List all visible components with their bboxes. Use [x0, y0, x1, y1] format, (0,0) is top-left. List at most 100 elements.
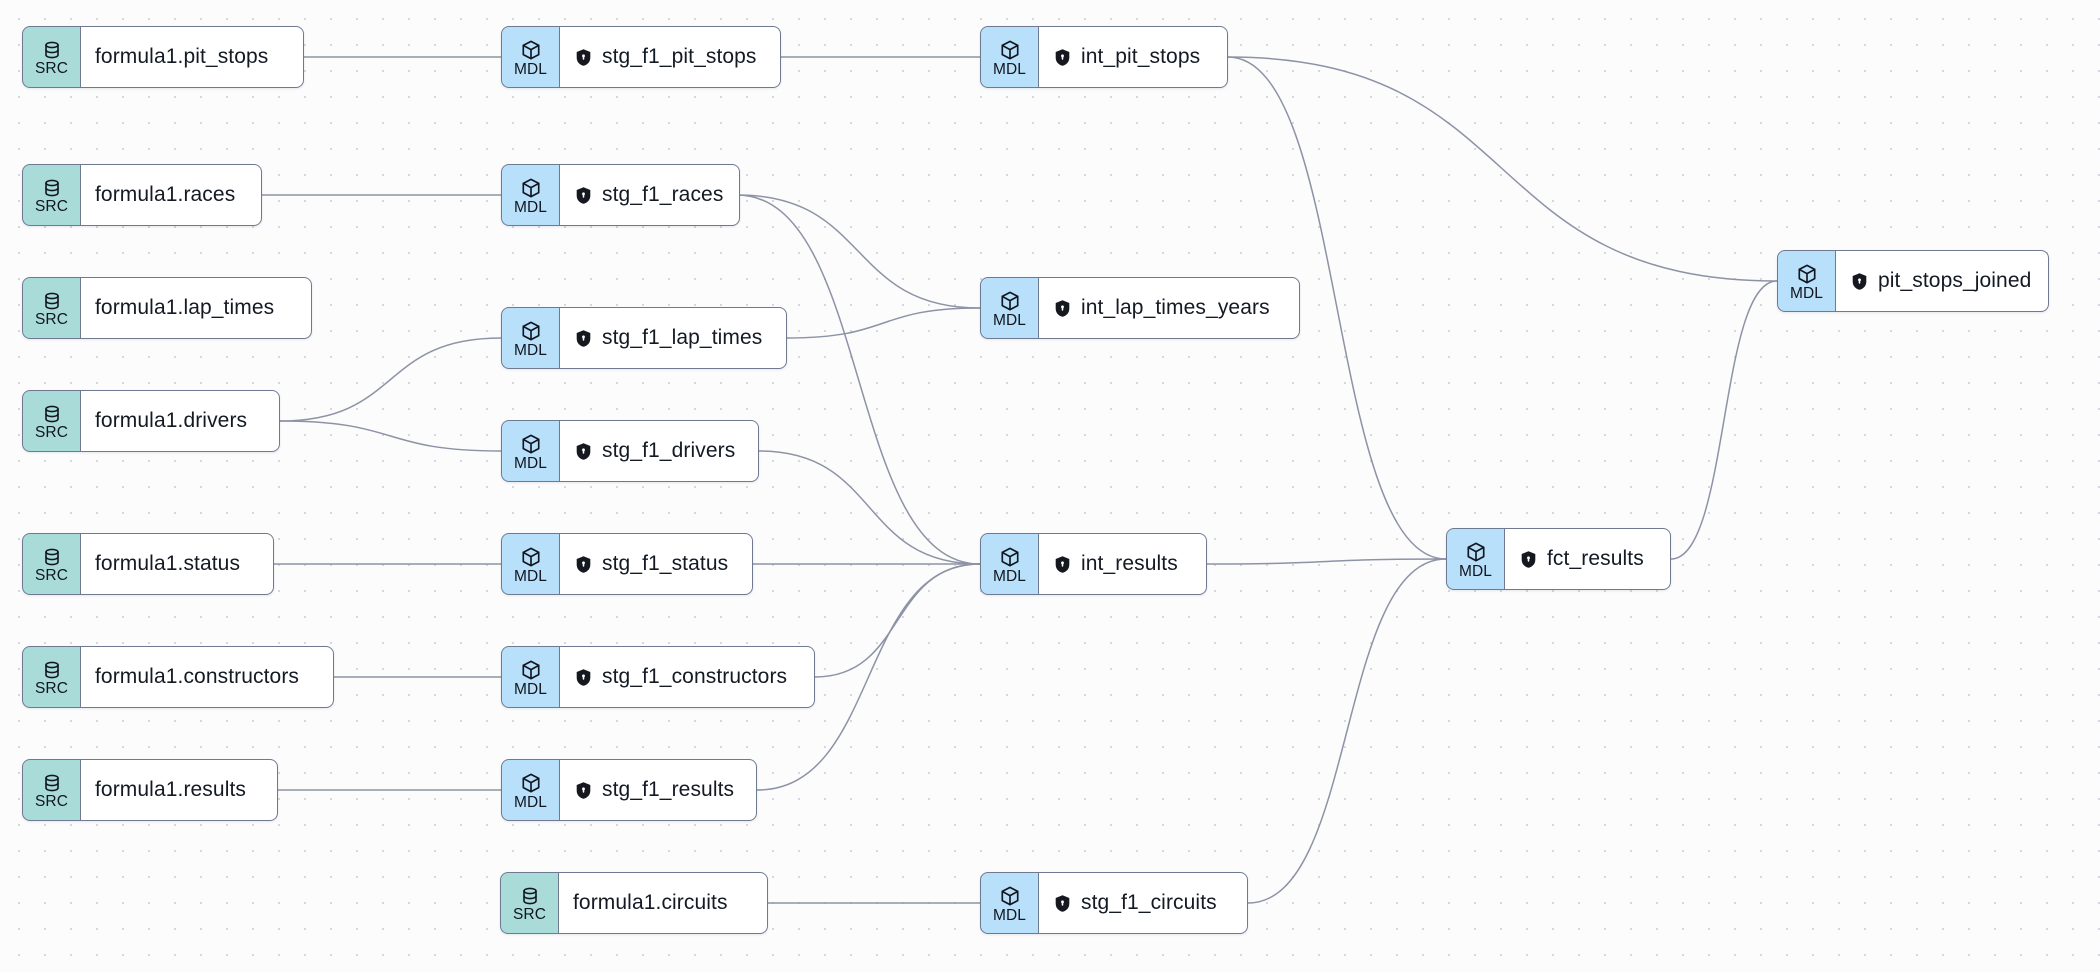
edge-stg_circuits-to-fct_results	[1247, 558, 1447, 904]
graph-node-src_circuits[interactable]: SRC formula1.circuits	[500, 872, 768, 934]
node-label: stg_f1_races	[602, 183, 724, 206]
graph-node-stg_lap_times[interactable]: MDL stg_f1_lap_times	[501, 307, 787, 369]
badge-label: MDL	[513, 199, 548, 216]
cube-icon	[520, 39, 542, 61]
source-badge: SRC	[500, 872, 558, 934]
database-icon	[520, 886, 540, 906]
graph-node-src_races[interactable]: SRC formula1.races	[22, 164, 262, 226]
node-label: formula1.status	[95, 552, 241, 575]
node-body[interactable]: int_results	[1038, 533, 1207, 595]
node-label: formula1.pit_stops	[95, 45, 269, 68]
edge-fct_results-to-pit_stops_joined	[1670, 280, 1778, 560]
shield-lock-icon	[1053, 894, 1072, 913]
node-label: formula1.drivers	[95, 409, 248, 432]
edge-stg_lap_times-to-int_lap_times_years	[786, 307, 981, 339]
node-label: stg_f1_constructors	[602, 665, 788, 688]
node-label: int_pit_stops	[1081, 45, 1201, 68]
node-body[interactable]: pit_stops_joined	[1835, 250, 2049, 312]
node-label: int_lap_times_years	[1081, 296, 1270, 319]
node-body[interactable]: stg_f1_circuits	[1038, 872, 1248, 934]
database-icon	[42, 773, 62, 793]
graph-node-stg_constructors[interactable]: MDL stg_f1_constructors	[501, 646, 815, 708]
shield-lock-icon	[1053, 48, 1072, 67]
node-body[interactable]: stg_f1_drivers	[559, 420, 759, 482]
node-body[interactable]: stg_f1_constructors	[559, 646, 815, 708]
graph-node-stg_races[interactable]: MDL stg_f1_races	[501, 164, 741, 226]
badge-label: SRC	[512, 906, 547, 923]
node-body[interactable]: formula1.status	[80, 533, 274, 595]
source-badge: SRC	[22, 164, 80, 226]
database-icon	[42, 660, 62, 680]
badge-label: MDL	[1458, 563, 1493, 580]
badge-label: MDL	[513, 342, 548, 359]
node-body[interactable]: stg_f1_pit_stops	[559, 26, 781, 88]
database-icon	[42, 547, 62, 567]
graph-node-int_lap_times_years[interactable]: MDL int_lap_times_years	[980, 277, 1300, 339]
model-badge: MDL	[501, 759, 559, 821]
model-badge: MDL	[980, 872, 1038, 934]
graph-node-stg_circuits[interactable]: MDL stg_f1_circuits	[980, 872, 1248, 934]
cube-icon	[999, 290, 1021, 312]
node-body[interactable]: formula1.constructors	[80, 646, 334, 708]
node-label: stg_f1_lap_times	[602, 326, 763, 349]
graph-node-fct_results[interactable]: MDL fct_results	[1446, 528, 1671, 590]
model-badge: MDL	[501, 646, 559, 708]
node-label: formula1.results	[95, 778, 246, 801]
node-body[interactable]: stg_f1_lap_times	[559, 307, 787, 369]
node-body[interactable]: fct_results	[1504, 528, 1671, 590]
graph-node-src_results[interactable]: SRC formula1.results	[22, 759, 278, 821]
graph-node-src_constructors[interactable]: SRC formula1.constructors	[22, 646, 334, 708]
node-body[interactable]: int_pit_stops	[1038, 26, 1228, 88]
badge-label: MDL	[513, 794, 548, 811]
node-label: stg_f1_drivers	[602, 439, 736, 462]
node-label: stg_f1_circuits	[1081, 891, 1217, 914]
source-badge: SRC	[22, 533, 80, 595]
source-badge: SRC	[22, 759, 80, 821]
graph-node-pit_stops_joined[interactable]: MDL pit_stops_joined	[1777, 250, 2049, 312]
source-badge: SRC	[22, 646, 80, 708]
badge-label: SRC	[34, 567, 69, 584]
node-body[interactable]: int_lap_times_years	[1038, 277, 1300, 339]
node-label: formula1.lap_times	[95, 296, 275, 319]
cube-icon	[520, 177, 542, 199]
edge-int_pit_stops-to-pit_stops_joined	[1227, 56, 1778, 282]
cube-icon	[520, 546, 542, 568]
edge-src_drivers-to-stg_drivers	[279, 420, 502, 452]
node-body[interactable]: formula1.drivers	[80, 390, 280, 452]
node-label: stg_f1_pit_stops	[602, 45, 757, 68]
edge-stg_constructors-to-int_results	[814, 563, 981, 678]
node-body[interactable]: formula1.results	[80, 759, 278, 821]
node-body[interactable]: formula1.races	[80, 164, 262, 226]
node-body[interactable]: stg_f1_races	[559, 164, 741, 226]
graph-node-src_status[interactable]: SRC formula1.status	[22, 533, 274, 595]
node-body[interactable]: formula1.pit_stops	[80, 26, 304, 88]
badge-label: SRC	[34, 793, 69, 810]
graph-node-stg_results[interactable]: MDL stg_f1_results	[501, 759, 757, 821]
node-body[interactable]: formula1.lap_times	[80, 277, 312, 339]
shield-lock-icon	[1053, 299, 1072, 318]
node-label: fct_results	[1547, 547, 1644, 570]
node-label: formula1.constructors	[95, 665, 300, 688]
badge-label: MDL	[1789, 285, 1824, 302]
database-icon	[42, 291, 62, 311]
shield-lock-icon	[574, 668, 593, 687]
node-body[interactable]: formula1.circuits	[558, 872, 768, 934]
edge-stg_drivers-to-int_results	[758, 450, 981, 565]
node-label: formula1.races	[95, 183, 236, 206]
cube-icon	[1465, 541, 1487, 563]
node-body[interactable]: stg_f1_status	[559, 533, 753, 595]
node-body[interactable]: stg_f1_results	[559, 759, 757, 821]
database-icon	[42, 178, 62, 198]
model-badge: MDL	[980, 277, 1038, 339]
cube-icon	[520, 433, 542, 455]
